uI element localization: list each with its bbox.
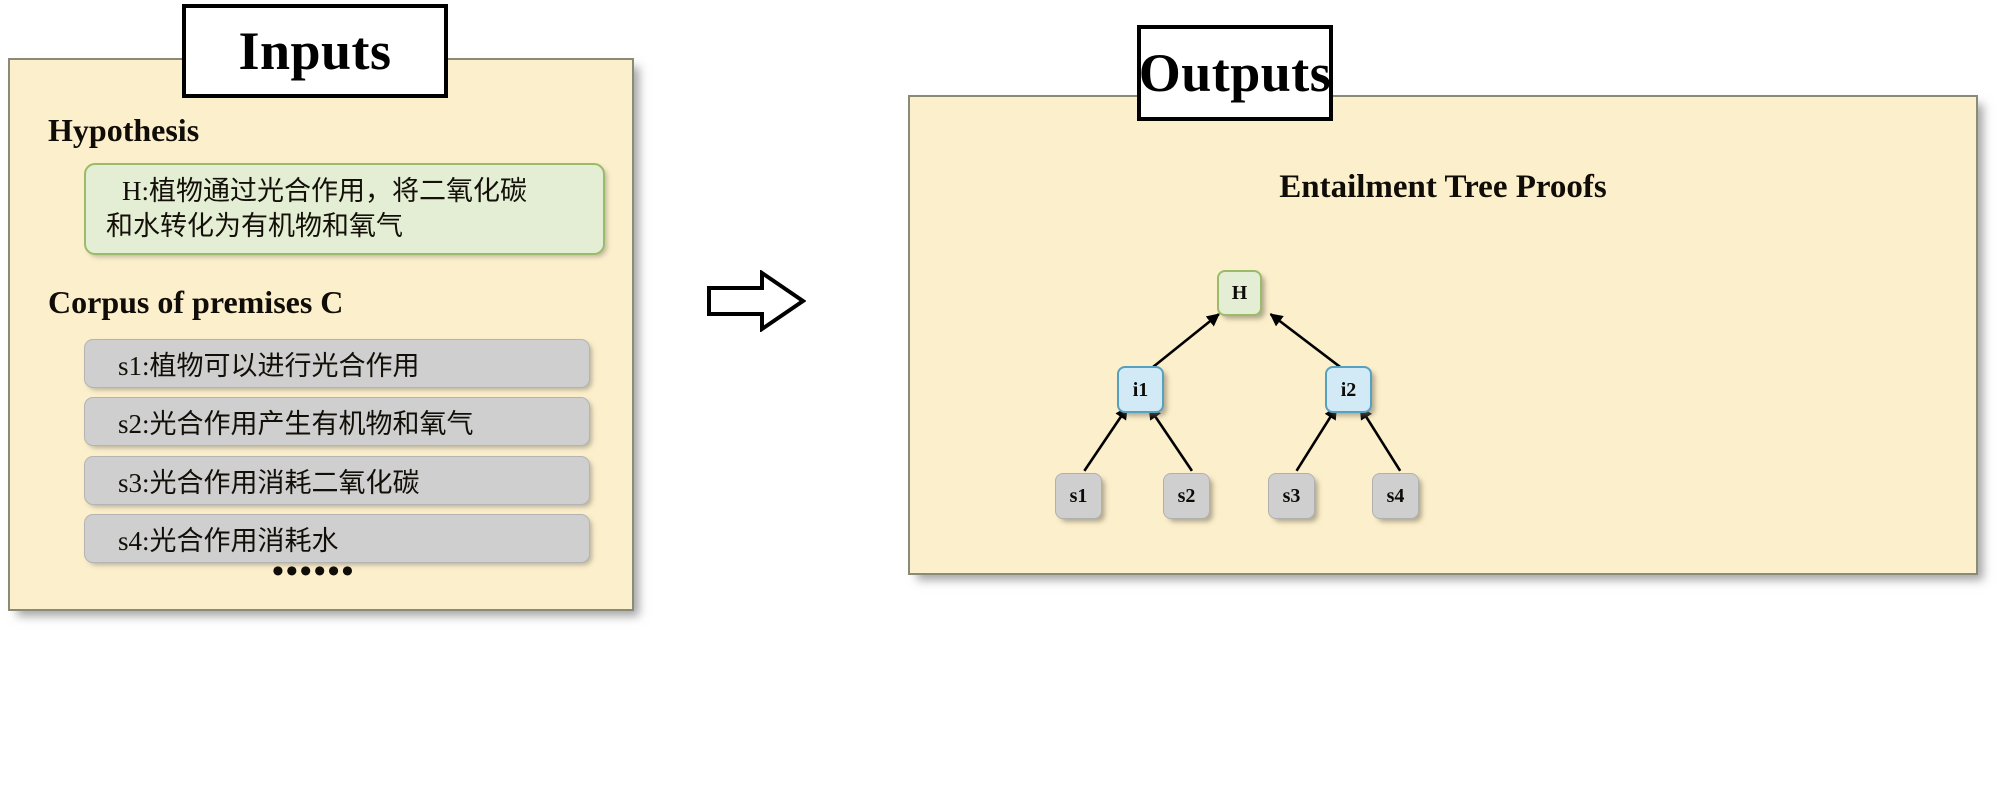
- edge-s1-i1: [1083, 406, 1129, 472]
- tree-node-i1[interactable]: i1: [1117, 366, 1164, 413]
- edge-s2-i1: [1148, 406, 1194, 472]
- tree-node-label: s2: [1177, 485, 1196, 507]
- inputs-title-box: Inputs: [182, 4, 448, 98]
- premise-label: s3:光合作用消耗二氧化碳: [118, 468, 420, 498]
- edge-s4-i2: [1359, 406, 1402, 472]
- outputs-heading: Entailment Tree Proofs: [1279, 169, 1607, 205]
- tree-node-s1[interactable]: s1: [1055, 473, 1102, 519]
- hypothesis-heading: Hypothesis: [48, 112, 200, 148]
- outputs-title-text: Outputs: [1138, 43, 1332, 103]
- tree-node-label: s4: [1386, 485, 1405, 507]
- premise-label: s1:植物可以进行光合作用: [118, 351, 420, 381]
- premise-label: s2:光合作用产生有机物和氧气: [118, 409, 474, 439]
- tree-node-s4[interactable]: s4: [1372, 473, 1419, 519]
- premise-item-s2[interactable]: s2:光合作用产生有机物和氧气: [84, 397, 590, 446]
- tree-node-label: s3: [1282, 485, 1301, 507]
- hypothesis-text: H:植物通过光合作用，将二氧化碳 和水转化为有机物和氧气: [106, 176, 527, 241]
- right-block-arrow-icon: [707, 270, 806, 332]
- inputs-panel: Hypothesis H:植物通过光合作用，将二氧化碳 和水转化为有机物和氧气 …: [8, 58, 634, 611]
- entailment-tree: H i1 i2 s1 s2 s3 s4: [910, 97, 1976, 573]
- tree-node-label: i1: [1132, 378, 1149, 401]
- tree-node-i2[interactable]: i2: [1325, 366, 1372, 413]
- edge-i2-H: [1269, 313, 1348, 373]
- premise-item-s4[interactable]: s4:光合作用消耗水: [84, 514, 590, 563]
- tree-node-label: i2: [1340, 378, 1357, 401]
- inputs-title-text: Inputs: [238, 21, 392, 81]
- tree-edges: [1083, 313, 1402, 472]
- outputs-title-box: Outputs: [1137, 25, 1333, 121]
- tree-node-label: s1: [1069, 485, 1088, 507]
- tree-node-label: H: [1231, 282, 1248, 304]
- tree-node-H[interactable]: H: [1217, 270, 1262, 316]
- tree-node-s3[interactable]: s3: [1268, 473, 1315, 519]
- premises-ellipsis: ••••••: [272, 553, 356, 590]
- outputs-panel: Entailment Tree Proofs H i1: [908, 95, 1978, 575]
- corpus-heading: Corpus of premises C: [48, 284, 344, 320]
- premise-label: s4:光合作用消耗水: [118, 526, 339, 556]
- edge-i1-H: [1146, 313, 1220, 373]
- hypothesis-box: H:植物通过光合作用，将二氧化碳 和水转化为有机物和氧气: [84, 163, 605, 256]
- edge-s3-i2: [1295, 406, 1338, 472]
- premise-item-s3[interactable]: s3:光合作用消耗二氧化碳: [84, 456, 590, 505]
- tree-node-s2[interactable]: s2: [1163, 473, 1210, 519]
- premise-item-s1[interactable]: s1:植物可以进行光合作用: [84, 339, 590, 388]
